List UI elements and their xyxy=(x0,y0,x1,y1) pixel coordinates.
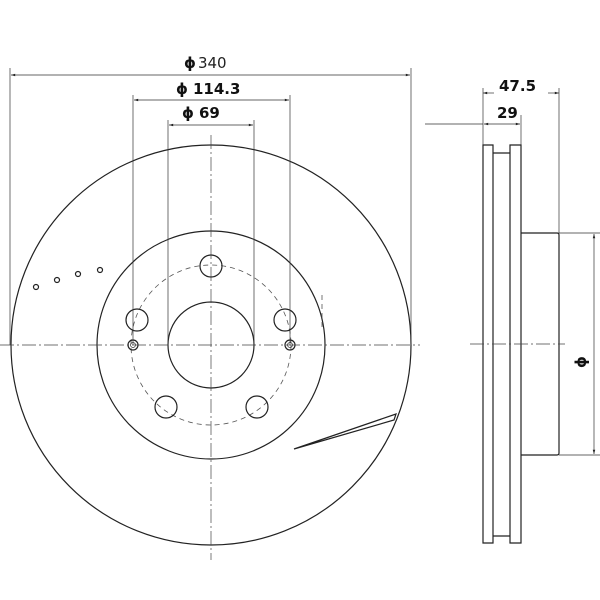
dimension-47-5: 47.5 xyxy=(482,77,560,233)
vent-gap xyxy=(493,152,510,537)
side-view xyxy=(470,144,565,544)
center-bore-label: 69 xyxy=(199,104,220,122)
diameter-symbol: ϕ xyxy=(182,104,194,122)
bolt-circle-label: 114.3 xyxy=(193,80,240,98)
total-height-label: 47.5 xyxy=(499,77,536,95)
dimension-69: ϕ 69 xyxy=(167,104,255,345)
dimension-29: 29 xyxy=(425,104,522,145)
hub-diameter-label: ϕ xyxy=(572,356,590,368)
front-view xyxy=(0,135,420,560)
friction-plate-left xyxy=(482,144,494,544)
diameter-symbol: ϕ xyxy=(184,54,196,72)
thickness-label: 29 xyxy=(497,104,518,122)
outer-diameter-label: 340 xyxy=(198,54,227,72)
diameter-symbol: ϕ xyxy=(176,80,188,98)
vent-dots xyxy=(32,266,104,291)
wear-indicator-groove xyxy=(293,413,397,450)
dimension-hub-diameter: ϕ xyxy=(559,232,600,456)
svg-text:ϕ69: ϕ 69 xyxy=(182,104,220,122)
friction-plate-right xyxy=(509,144,522,544)
dimension-114-3: ϕ 114.3 xyxy=(132,80,291,345)
